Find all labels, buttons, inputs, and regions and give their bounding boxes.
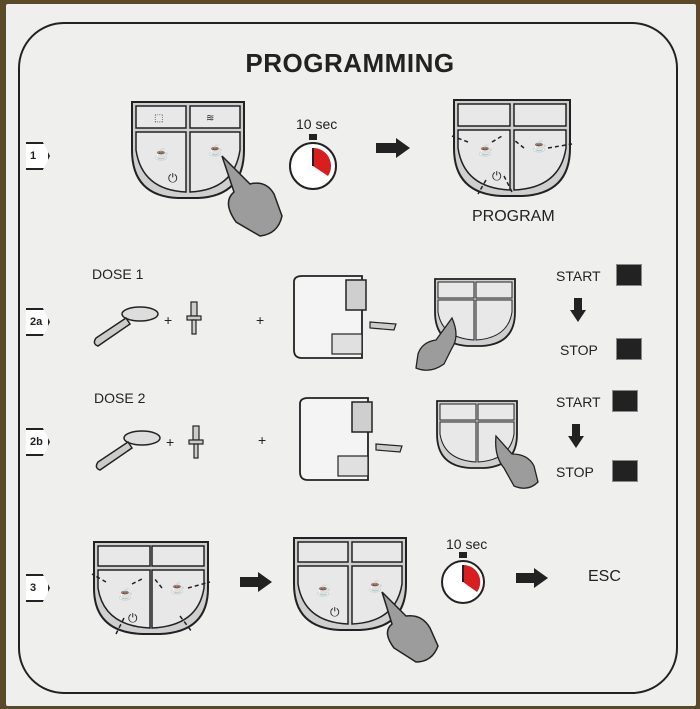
svg-text:☕: ☕ [532,138,547,153]
page-title: PROGRAMMING [245,48,455,78]
svg-text:⏻: ⏻ [492,169,502,183]
tamper-icon [186,301,202,335]
arrow-right-icon [240,572,272,592]
espresso-machine-icon [293,275,397,359]
dose-1-label: DOSE 1 [92,266,144,282]
plus-sign: + [166,434,175,450]
plus-sign: + [164,312,173,328]
svg-text:☕: ☕ [316,582,331,597]
plus-sign: + [258,432,267,448]
svg-text:⏻: ⏻ [128,611,138,625]
control-panel-icon: ☕ ☕ ⏻ [293,537,407,631]
arrow-down-icon [568,424,584,448]
hand-pointer-icon [415,316,457,371]
control-panel-flashing-icon: ☕ ☕ ⏻ [451,99,573,197]
svg-text:☕: ☕ [478,142,493,157]
start-label: START [556,394,601,410]
portafilter-icon [95,430,161,471]
hand-pointer-icon [495,434,539,489]
hand-pointer-icon [381,591,439,663]
plus-sign: + [256,312,265,328]
esc-label: ESC [588,568,621,585]
svg-text:☕: ☕ [118,586,133,601]
timer-label: 10 sec [446,536,488,552]
portafilter-icon [93,306,159,347]
dose-2-label: DOSE 2 [94,390,146,406]
control-panel-flashing-icon: ☕ ☕ ⏻ [91,541,211,635]
svg-text:☕: ☕ [368,578,383,593]
stop-label: STOP [556,464,594,480]
svg-text:⬚: ⬚ [154,113,163,124]
timer-label: 10 sec [296,116,338,132]
single-cup-icon [616,338,642,360]
svg-text:⏻: ⏻ [168,171,178,185]
stopwatch-icon [289,134,337,190]
start-label: START [556,268,601,284]
stop-label: STOP [560,342,598,358]
double-cup-icon [612,460,638,482]
svg-text:☕: ☕ [170,580,185,595]
svg-text:≋: ≋ [206,113,214,124]
sheet-border [18,22,678,694]
arrow-down-icon [570,298,586,322]
hand-pointer-icon [221,155,283,237]
arrow-right-icon [376,138,410,158]
svg-text:☕: ☕ [154,146,169,161]
svg-text:⏻: ⏻ [330,605,340,619]
double-cup-icon [612,390,638,412]
arrow-right-icon [516,568,548,588]
program-label: PROGRAM [472,208,555,225]
stopwatch-icon [441,552,485,604]
single-cup-icon [616,264,642,286]
control-panel-icon: ⬚ ≋ ☕ ☕ ⏻ [131,101,245,199]
svg-text:☕: ☕ [208,142,223,157]
espresso-machine-icon [299,397,403,481]
tamper-icon [188,425,204,459]
